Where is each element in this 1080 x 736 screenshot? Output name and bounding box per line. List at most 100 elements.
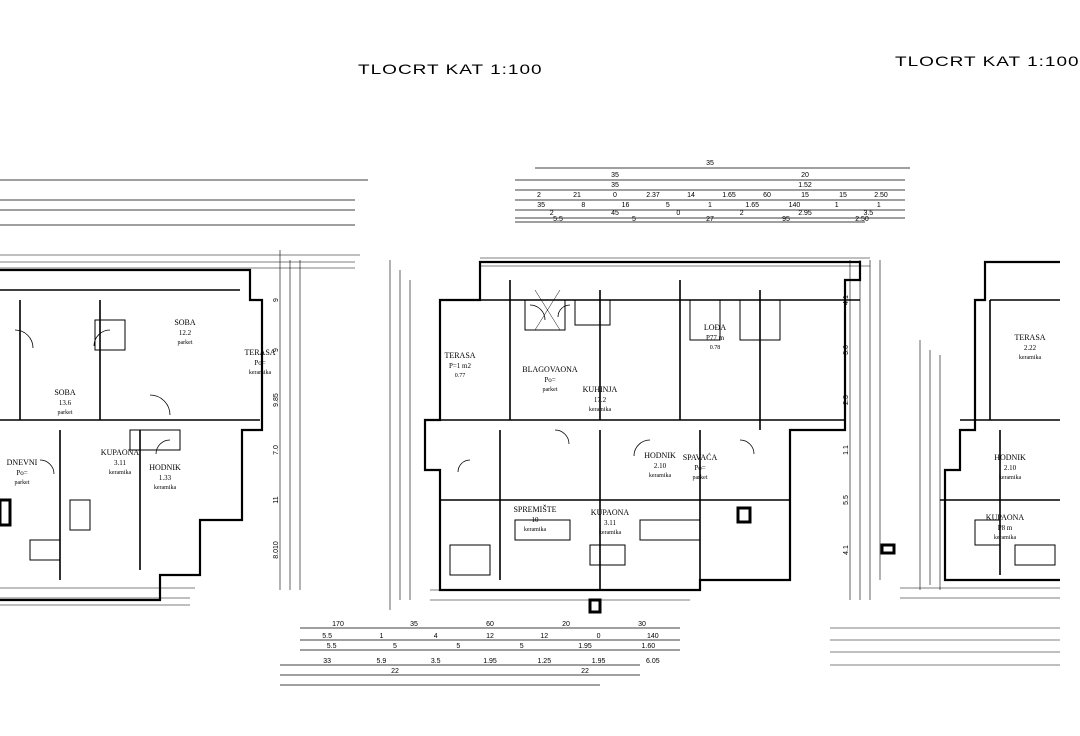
center-plan-outline bbox=[423, 260, 862, 592]
room-area-label: 2.10 bbox=[654, 462, 667, 470]
dimension-label: 2.3 bbox=[843, 395, 850, 405]
dimension-label: 2.95 bbox=[798, 210, 812, 217]
dimension-label: 2.37 bbox=[646, 192, 660, 199]
dimension-label: 4.1 bbox=[843, 295, 850, 305]
dimension-label: 9 bbox=[273, 348, 280, 352]
room-name-label: LOĐA bbox=[704, 323, 726, 332]
room-name-label: TERASA bbox=[244, 348, 275, 357]
room-finish-label: parket bbox=[178, 340, 193, 346]
room-finish-label: keramika bbox=[524, 527, 547, 533]
dimension-label: 5 bbox=[520, 643, 524, 650]
room-finish-label: keramika bbox=[589, 407, 612, 413]
dimension-label: 5.5 bbox=[322, 633, 332, 640]
room-finish-label: keramika bbox=[649, 473, 672, 479]
room-name-label: SOBA bbox=[174, 318, 196, 327]
dimension-label: 15 bbox=[801, 192, 809, 199]
room-name-label: HODNIK bbox=[644, 451, 676, 460]
dimension-label: 9 bbox=[273, 298, 280, 302]
dimension-label: 140 bbox=[647, 633, 659, 640]
dimension-label: 170 bbox=[332, 621, 344, 628]
dimension-label: 5 bbox=[666, 202, 670, 209]
dimension-label: 20 bbox=[801, 172, 809, 179]
room-name-label: SPAVAĆA bbox=[683, 452, 718, 462]
dimension-label: 1.1 bbox=[843, 445, 850, 455]
room-name-label: TERASA bbox=[444, 351, 475, 360]
dimension-label: 2.50 bbox=[855, 216, 869, 223]
dimension-label: 1.65 bbox=[722, 192, 736, 199]
center-side-dimension-chain: 4.1 3.6 2.3 1.1 5.5 4.1 bbox=[843, 295, 850, 555]
room-area-label: 12.2 bbox=[179, 329, 192, 337]
dimension-label: 5 bbox=[393, 643, 397, 650]
dimension-label: 16 bbox=[622, 202, 630, 209]
dimension-label: 15 bbox=[839, 192, 847, 199]
dimension-label: 1.95 bbox=[578, 643, 592, 650]
room-finish-label: keramika bbox=[994, 535, 1017, 541]
room-name-label: HODNIK bbox=[149, 463, 181, 472]
dimension-label: 4.1 bbox=[843, 545, 850, 555]
room-finish-label: keramika bbox=[999, 475, 1022, 481]
dimension-label: 1 bbox=[835, 202, 839, 209]
dimension-label: 9.85 bbox=[273, 393, 280, 407]
dimension-label: 45 bbox=[611, 210, 619, 217]
dimension-label: 1 bbox=[379, 633, 383, 640]
dimension-label: 1.65 bbox=[745, 202, 759, 209]
dimension-label: 3.5 bbox=[863, 210, 873, 217]
room-area-label: P77 m bbox=[706, 334, 725, 342]
room-area-label: Po= bbox=[16, 469, 27, 477]
dimension-label: 35 bbox=[537, 202, 545, 209]
dimension-label: 2.50 bbox=[874, 192, 888, 199]
dimension-label: 0 bbox=[597, 633, 601, 640]
room-name-label: SPREMIŠTE bbox=[513, 505, 556, 514]
dimension-label: 35 bbox=[611, 182, 619, 189]
dimension-label: 5 bbox=[632, 216, 636, 223]
dimension-label: 21 bbox=[573, 192, 581, 199]
dimension-label: 14 bbox=[687, 192, 695, 199]
room-finish-label: keramika bbox=[109, 470, 132, 476]
room-area-label: 2.10 bbox=[1004, 464, 1017, 472]
dimension-label: 5 bbox=[456, 643, 460, 650]
dimension-label: 95 bbox=[782, 216, 790, 223]
room-area-label: 1.33 bbox=[159, 474, 172, 482]
dimension-label: 35 bbox=[410, 621, 418, 628]
room-name-label: KUHINJA bbox=[583, 385, 618, 394]
dimension-label: 6.05 bbox=[646, 658, 660, 665]
dimension-label: 11 bbox=[273, 496, 280, 503]
left-plan-outline bbox=[0, 268, 264, 602]
room-name-label: KUPAONA bbox=[591, 508, 630, 517]
room-area-label: 17.2 bbox=[594, 396, 607, 404]
dimension-label: 30 bbox=[638, 621, 646, 628]
dimension-label: 2 bbox=[537, 192, 541, 199]
dimension-label: 22 bbox=[581, 668, 589, 675]
dimension-label: 8 bbox=[581, 202, 585, 209]
room-area-label: Po= bbox=[544, 376, 555, 384]
room-name-label: BLAGOVAONA bbox=[522, 365, 578, 374]
dimension-label: 22 bbox=[391, 668, 399, 675]
room-finish-label: parket bbox=[543, 387, 558, 393]
dimension-label: 20 bbox=[562, 621, 570, 628]
dimension-label: 1.60 bbox=[642, 643, 656, 650]
room-finish-label: 0.78 bbox=[710, 345, 721, 351]
room-name-label: KUPAONA bbox=[986, 513, 1025, 522]
room-area-label: P=1 m2 bbox=[449, 362, 472, 370]
room-labels: SOBA12.2parketSOBA13.6parketTERASAPo=ker… bbox=[7, 318, 1046, 541]
dimension-label: 5.5 bbox=[843, 495, 850, 505]
dimension-label: 1.95 bbox=[592, 658, 606, 665]
dimension-label: 5.5 bbox=[553, 216, 563, 223]
dimension-label: 27 bbox=[706, 216, 714, 223]
dimension-label: 35 bbox=[611, 172, 619, 179]
room-finish-label: keramika bbox=[599, 530, 622, 536]
dimension-label: 5.9 bbox=[377, 658, 387, 665]
dimension-label: 12 bbox=[486, 633, 494, 640]
dimension-label: 3.6 bbox=[843, 345, 850, 355]
room-name-label: SOBA bbox=[54, 388, 76, 397]
dimension-label: 5.5 bbox=[327, 643, 337, 650]
drawing-title-right: TLOCRT KAT 1:100 bbox=[895, 54, 1080, 70]
room-finish-label: keramika bbox=[1019, 355, 1042, 361]
dimension-label: 60 bbox=[486, 621, 494, 628]
dimension-label: 1.52 bbox=[798, 182, 812, 189]
room-area-label: 3.11 bbox=[114, 459, 126, 467]
